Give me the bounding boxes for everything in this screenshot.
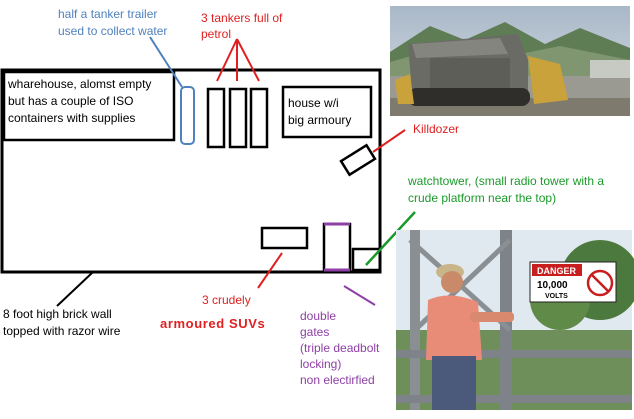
sign-volts-unit: VOLTS — [545, 293, 568, 300]
tanker-2 — [228, 87, 248, 149]
gates-pointer — [343, 285, 376, 306]
water-trailer-label-2: used to collect water — [58, 24, 167, 38]
killdozer-shape — [339, 143, 377, 177]
suvs-label-1: 3 crudely — [202, 293, 251, 307]
house-label-2: big armoury — [288, 113, 351, 127]
svg-text:double gates (triple d: double gates (triple deadbolt locking) n… — [300, 309, 383, 387]
killdozer-label: Killdozer — [413, 122, 459, 136]
gates-label-2: gates — [300, 325, 329, 339]
watchtower-label-2: crude platform near the top) — [408, 191, 556, 205]
water-trailer-shape — [180, 86, 195, 145]
gates-label-1: double — [300, 309, 336, 323]
wall-pointer — [56, 271, 94, 307]
svg-text:wharehouse, alomst empty b: wharehouse, alomst empty but has a coupl… — [7, 77, 155, 125]
tankers-label-2: petrol — [201, 27, 231, 41]
svg-text:house w/i big armoury: house w/i big armoury — [288, 96, 351, 127]
water-trailer-pointer — [149, 36, 183, 88]
tanker-1 — [206, 87, 226, 149]
warehouse-label-3: containers with supplies — [8, 111, 135, 125]
gate-structure — [322, 222, 352, 272]
tankers-label-1: 3 tankers full of — [201, 11, 283, 25]
wall-label-2: topped with razor wire — [3, 324, 121, 338]
wall-label-1: 8 foot high brick wall — [3, 307, 112, 321]
warehouse-box — [2, 70, 176, 142]
watchtower-shape — [351, 247, 382, 272]
gates-label-4: locking) — [300, 357, 341, 371]
sign-volts-value: 10,000 — [537, 280, 568, 291]
house-box — [281, 85, 373, 139]
tanker-3 — [249, 87, 269, 149]
tanker-pointer-3 — [236, 38, 260, 82]
radio-tower-worker-photo: DANGER 10,000 VOLTS — [396, 230, 634, 410]
gates-label-3: (triple deadbolt — [300, 341, 380, 355]
svg-text:watchtower, (small radio tower: watchtower, (small radio tower with a cr… — [407, 174, 607, 205]
water-trailer-label-1: half a tanker trailer — [58, 7, 157, 21]
compound-wall — [0, 68, 382, 274]
gates-label-5: non electirfied — [300, 373, 375, 387]
svg-text:3 tankers full of petrol: 3 tankers full of petrol — [201, 11, 286, 41]
warehouse-label-2: but has a couple of ISO — [8, 94, 133, 108]
tanker-pointer-1 — [216, 38, 238, 82]
svg-text:half a tanker trailer used: half a tanker trailer used to collect wa… — [58, 7, 167, 38]
suv-box — [260, 226, 309, 250]
svg-text:8 foot high brick wall top: 8 foot high brick wall topped with razor… — [3, 307, 121, 338]
house-label-1: house w/i — [288, 96, 339, 110]
suvs-label-2: armoured SUVs — [160, 316, 265, 331]
watchtower-label-1: watchtower, (small radio tower with a — [407, 174, 604, 188]
armored-bulldozer-photo — [390, 6, 630, 116]
watchtower-pointer — [365, 211, 416, 266]
killdozer-pointer — [372, 129, 406, 153]
sign-danger-text: DANGER — [537, 266, 577, 276]
warehouse-label-1: wharehouse, alomst empty — [7, 77, 151, 91]
suv-pointer — [257, 252, 283, 289]
